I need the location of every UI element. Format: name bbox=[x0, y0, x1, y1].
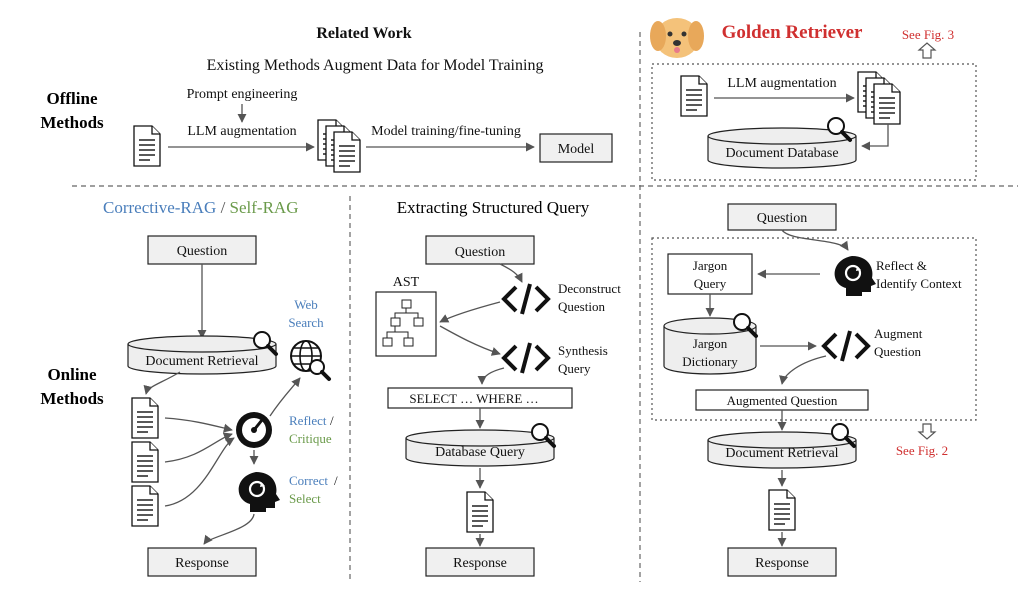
sql-query-text: SELECT … WHERE … bbox=[409, 391, 538, 406]
correct-slash: / bbox=[334, 473, 338, 488]
offline-label-line2: Methods bbox=[40, 113, 104, 132]
up-arrow-icon bbox=[917, 42, 937, 59]
document-icon bbox=[133, 125, 161, 167]
llm-augmentation-label: LLM augmentation bbox=[187, 124, 296, 139]
related-work-title: Related Work bbox=[316, 25, 411, 42]
correct-head-icon bbox=[237, 470, 282, 514]
document-retrieval-cylinder bbox=[127, 335, 277, 375]
gr-response-label: Response bbox=[755, 556, 809, 571]
sq-question-label: Question bbox=[455, 245, 506, 260]
structured-query-title: Extracting Structured Query bbox=[397, 198, 590, 217]
web-search-label-2: Search bbox=[288, 315, 324, 330]
database-query-label: Database Query bbox=[435, 445, 525, 460]
source-document-icon bbox=[680, 75, 708, 117]
ast-label: AST bbox=[393, 275, 420, 290]
document-retrieval-label: Document Retrieval bbox=[145, 354, 258, 369]
online-label-line1: Online bbox=[47, 365, 97, 384]
retrieved-doc-2-icon bbox=[131, 441, 159, 483]
augment-question-label-1: Augment bbox=[874, 326, 923, 341]
jargon-dictionary-label-1: Jargon bbox=[693, 336, 728, 351]
web-search-globe-icon bbox=[290, 340, 331, 381]
sq-response-label: Response bbox=[453, 556, 507, 571]
reflect-head-icon bbox=[833, 254, 878, 298]
rag-response-label: Response bbox=[175, 556, 229, 571]
existing-methods-subtitle: Existing Methods Augment Data for Model … bbox=[207, 57, 544, 74]
model-box bbox=[539, 133, 613, 163]
rag-question-label: Question bbox=[177, 244, 228, 259]
gr-document-retrieval-label: Document Retrieval bbox=[725, 446, 838, 461]
retrieved-doc-1-icon bbox=[131, 397, 159, 439]
synthesis-label-1: Synthesis bbox=[558, 343, 608, 358]
see-fig3-link[interactable]: See Fig. 3 bbox=[902, 27, 954, 42]
jargon-dictionary-cylinder bbox=[663, 317, 757, 375]
online-label-line2: Methods bbox=[40, 389, 104, 408]
rag-methods-title: Corrective-RAG / Self-RAG bbox=[103, 198, 299, 217]
reflect-slash: / bbox=[330, 413, 334, 428]
select-label: Select bbox=[289, 491, 321, 506]
augment-code-icon bbox=[822, 329, 870, 363]
ast-tree-icon bbox=[382, 299, 424, 347]
reflect-label: Reflect bbox=[289, 413, 327, 428]
online-golden-box bbox=[651, 237, 977, 421]
deconstruct-code-icon bbox=[502, 282, 550, 316]
reflect-context-label-1: Reflect & bbox=[876, 258, 927, 273]
web-search-label-1: Web bbox=[294, 297, 318, 312]
reflect-gauge-icon bbox=[236, 412, 272, 448]
gr-document-retrieval-cylinder bbox=[707, 431, 857, 469]
document-database-cylinder bbox=[707, 127, 857, 169]
synthesis-label-2: Query bbox=[558, 361, 591, 376]
golden-retriever-logo-icon bbox=[650, 18, 704, 58]
correct-label: Correct bbox=[289, 473, 328, 488]
augmented-documents-icon bbox=[857, 71, 901, 125]
database-query-cylinder bbox=[405, 429, 555, 467]
prompt-engineering-label: Prompt engineering bbox=[187, 87, 298, 102]
sq-result-doc-icon bbox=[466, 491, 494, 533]
gr-response-box bbox=[727, 547, 837, 577]
golden-retriever-title: Golden Retriever bbox=[722, 22, 863, 43]
gr-question-label: Question bbox=[757, 211, 808, 226]
gr-result-doc-icon bbox=[768, 489, 796, 531]
jargon-query-label-1: Jargon bbox=[693, 258, 728, 273]
deconstruct-label-2: Question bbox=[558, 299, 605, 314]
offline-label-line1: Offline bbox=[47, 89, 98, 108]
augment-question-label-2: Question bbox=[874, 344, 921, 359]
model-training-label: Model training/fine-tuning bbox=[371, 124, 521, 139]
reflect-context-label-2: Identify Context bbox=[876, 276, 962, 291]
sq-question-box bbox=[425, 235, 535, 265]
see-fig2-link[interactable]: See Fig. 2 bbox=[896, 443, 948, 458]
rag-response-box bbox=[147, 547, 257, 577]
document-database-label: Document Database bbox=[725, 146, 838, 161]
document-stack-icon bbox=[317, 119, 361, 173]
jargon-query-label-2: Query bbox=[694, 276, 727, 291]
retrieved-doc-3-icon bbox=[131, 485, 159, 527]
gr-question-box bbox=[727, 203, 837, 231]
jargon-dictionary-label-2: Dictionary bbox=[682, 354, 738, 369]
synthesis-code-icon bbox=[502, 341, 550, 375]
down-arrow-icon bbox=[917, 423, 937, 440]
critique-label: Critique bbox=[289, 431, 332, 446]
deconstruct-label-1: Deconstruct bbox=[558, 281, 621, 296]
model-label: Model bbox=[558, 142, 595, 157]
augmented-question-label: Augmented Question bbox=[727, 393, 838, 408]
sq-response-box bbox=[425, 547, 535, 577]
golden-llm-augmentation-label: LLM augmentation bbox=[727, 76, 836, 91]
offline-golden-box bbox=[651, 63, 977, 181]
